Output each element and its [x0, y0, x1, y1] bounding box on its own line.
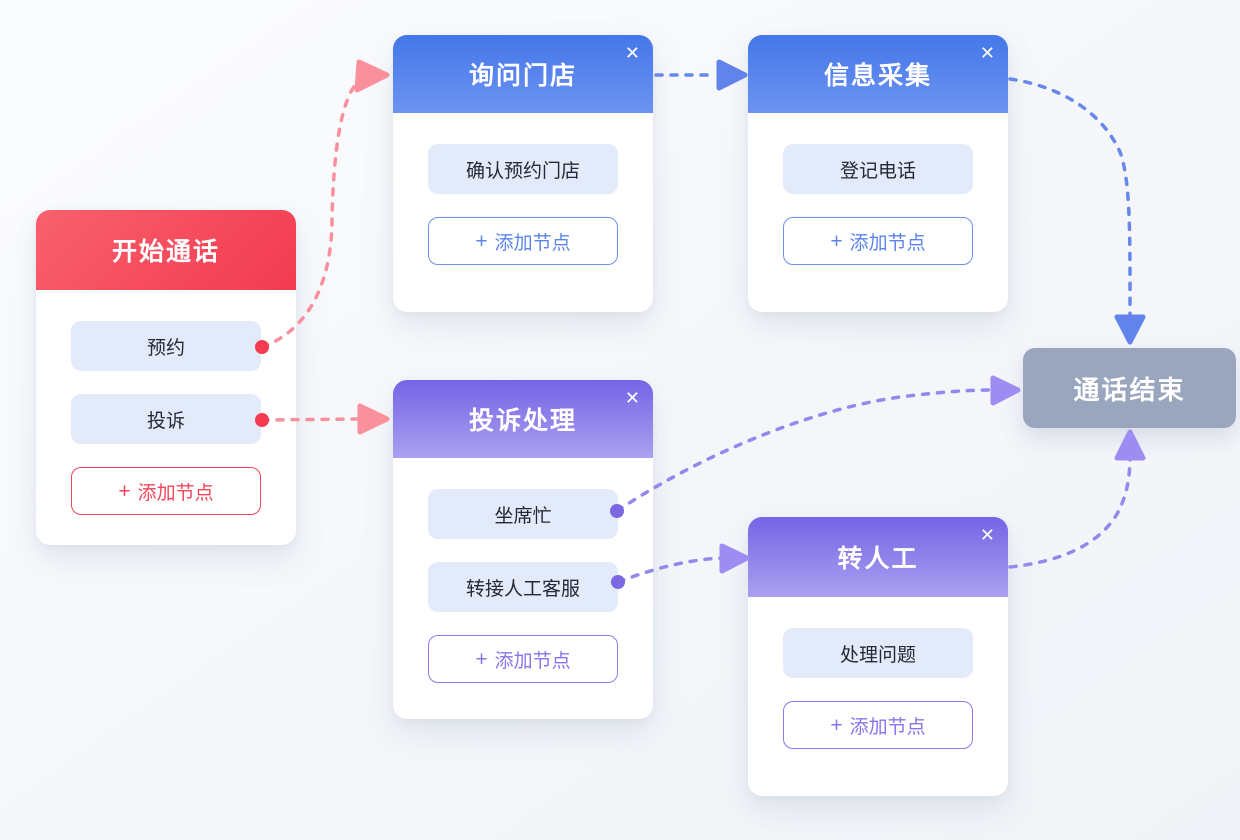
edge-collect-info-to-call-end [1008, 77, 1146, 345]
arrowhead-icon [990, 375, 1021, 406]
plus-icon: + [830, 713, 843, 737]
add-node-button[interactable]: + 添加节点 [428, 217, 618, 265]
close-icon[interactable]: ✕ [976, 40, 999, 66]
node-title: 通话结束 [1073, 374, 1186, 405]
arrowhead-icon [357, 403, 390, 435]
arrowhead-icon [1114, 429, 1146, 461]
node-transfer-human-header[interactable]: 转人工 ✕ [748, 517, 1008, 597]
add-node-label: 添加节点 [494, 650, 571, 672]
node-start-call-header[interactable]: 开始通话 [36, 210, 296, 290]
arrowhead-icon [1114, 314, 1146, 345]
node-transfer-human[interactable]: 转人工 ✕ 处理问题 + 添加节点 [748, 517, 1008, 796]
node-call-end[interactable]: 通话结束 [1023, 348, 1236, 428]
node-title: 投诉处理 [468, 407, 577, 435]
node-body: 坐席忙 转接人工客服 + 添加节点 [393, 458, 653, 719]
step-chip-transfer-agent[interactable]: 转接人工客服 [428, 562, 618, 612]
edge-transfer-human-to-call-end [1008, 429, 1146, 569]
step-chip-confirm-store[interactable]: 确认预约门店 [428, 144, 618, 194]
add-node-label: 添加节点 [494, 232, 571, 254]
close-icon[interactable]: ✕ [621, 40, 644, 66]
node-complaint-handling[interactable]: 投诉处理 ✕ 坐席忙 转接人工客服 + 添加节点 [393, 380, 653, 719]
add-node-button[interactable]: + 添加节点 [428, 635, 618, 683]
node-body: 处理问题 + 添加节点 [748, 597, 1008, 796]
plus-icon: + [475, 229, 488, 253]
arrowhead-icon [719, 543, 750, 574]
arrowhead-icon [354, 59, 390, 93]
step-chip-handle-issue[interactable]: 处理问题 [783, 628, 973, 678]
plus-icon: + [118, 479, 131, 503]
edge-agent-busy-to-call-end [610, 375, 1021, 518]
node-ask-store[interactable]: 询问门店 ✕ 确认预约门店 + 添加节点 [393, 35, 653, 312]
close-icon[interactable]: ✕ [621, 385, 644, 411]
node-title: 信息采集 [823, 62, 932, 90]
plus-icon: + [830, 229, 843, 253]
node-complaint-handling-header[interactable]: 投诉处理 ✕ [393, 380, 653, 458]
node-collect-info-header[interactable]: 信息采集 ✕ [748, 35, 1008, 113]
add-node-button[interactable]: + 添加节点 [783, 217, 973, 265]
node-body: 确认预约门店 + 添加节点 [393, 113, 653, 312]
add-node-label: 添加节点 [849, 716, 926, 738]
plus-icon: + [475, 647, 488, 671]
node-title: 开始通话 [111, 238, 220, 266]
node-collect-info[interactable]: 信息采集 ✕ 登记电话 + 添加节点 [748, 35, 1008, 312]
intent-chip-appointment[interactable]: 预约 [71, 321, 261, 371]
node-body: 预约 投诉 + 添加节点 [36, 290, 296, 545]
add-node-label: 添加节点 [137, 482, 214, 504]
close-icon[interactable]: ✕ [976, 522, 999, 548]
add-node-button[interactable]: + 添加节点 [783, 701, 973, 749]
step-chip-register-phone[interactable]: 登记电话 [783, 144, 973, 194]
add-node-button[interactable]: + 添加节点 [71, 467, 261, 515]
node-start-call[interactable]: 开始通话 预约 投诉 + 添加节点 [36, 210, 296, 545]
arrowhead-icon [716, 59, 748, 91]
add-node-label: 添加节点 [849, 232, 926, 254]
node-body: 登记电话 + 添加节点 [748, 113, 1008, 312]
node-ask-store-header[interactable]: 询问门店 ✕ [393, 35, 653, 113]
intent-chip-complaint[interactable]: 投诉 [71, 394, 261, 444]
edge-ask-store-to-collect-info [654, 59, 748, 91]
node-title: 转人工 [837, 545, 919, 573]
step-chip-agent-busy[interactable]: 坐席忙 [428, 489, 618, 539]
node-title: 询问门店 [468, 62, 577, 90]
